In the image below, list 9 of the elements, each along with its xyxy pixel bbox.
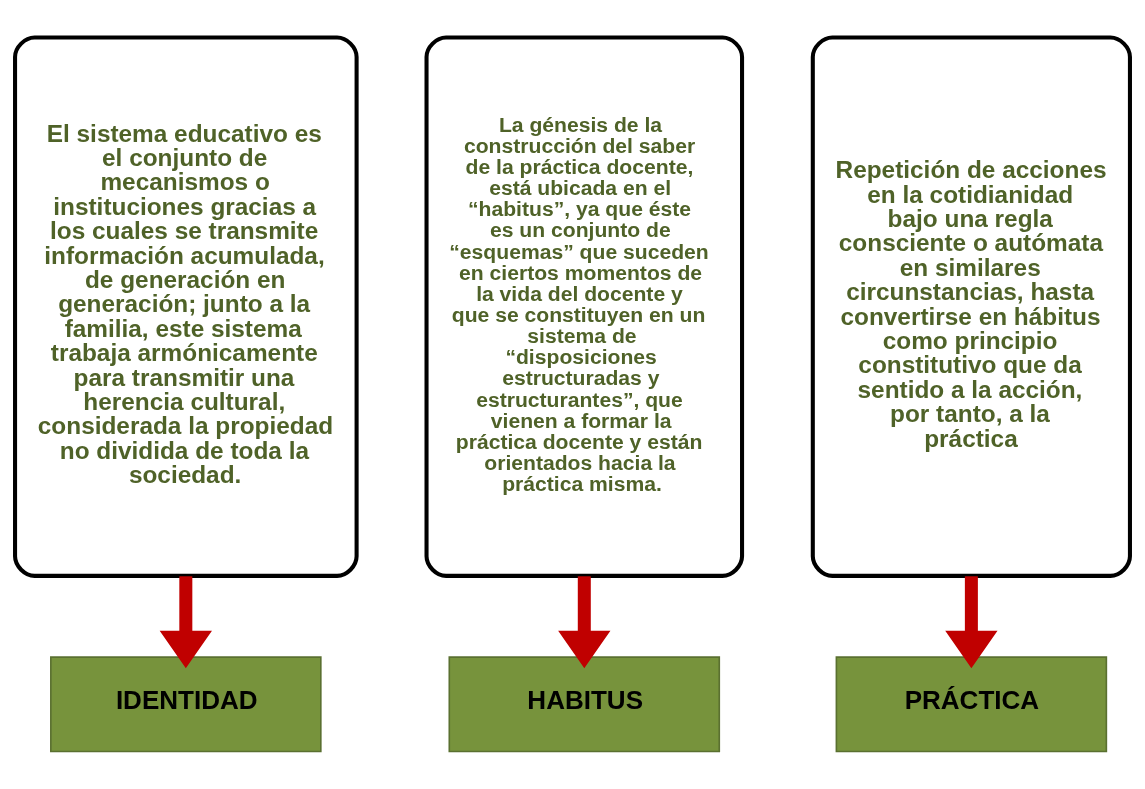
arrow — [558, 576, 611, 669]
node-box: PRÁCTICA — [835, 656, 1108, 753]
node-box: IDENTIDAD — [50, 656, 322, 753]
arrow — [159, 576, 212, 669]
arrow — [945, 576, 998, 669]
node-box: La génesis de la construcción del saber de la práctica docente, está ubicada en el “habitus”, ya que éste es un conjunto de “esquemas” que suceden en ciertos momentos de la vida del docente y que se constituyen en un sistema de “disposiciones estructuradas y estructurantes”, que vienen a formar la práctica docente y están orientados hacia la práctica misma. — [424, 35, 745, 578]
node-box: Repetición de acciones en la cotidianidad bajo una regla consciente o autómata en similares circunstancias, hasta convertirse en hábitus como principio constitutivo que da sentido a la acción, por tanto, a la práctica — [810, 35, 1132, 578]
node-box: HABITUS — [448, 656, 721, 753]
node-box: El sistema educativo es el conjunto de mecanismos o instituciones gracias a los cuales se transmite información acumulada, de generación en generación; junto a la familia, este sistema trabaja armónicamente para transmitir una herencia cultural, considerada la propiedad no dividida de toda la sociedad. — [13, 35, 359, 578]
